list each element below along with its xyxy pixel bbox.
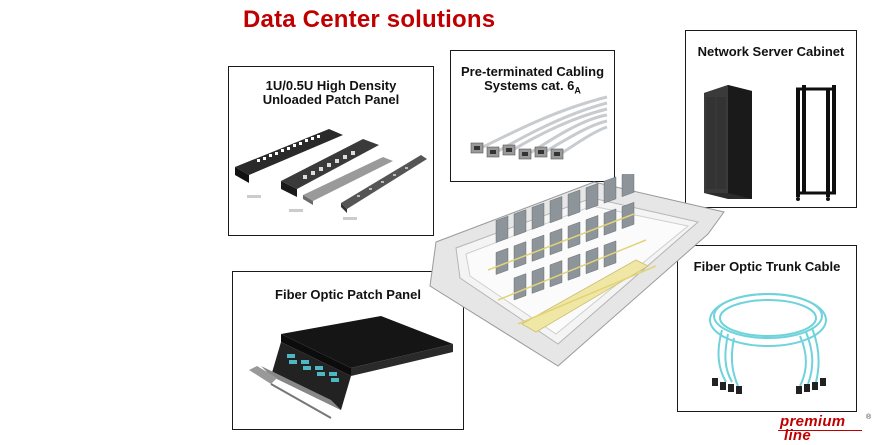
card-server-cabinet-title: Network Server Cabinet (697, 44, 845, 59)
patch-panel-image (235, 129, 427, 220)
fiber-patch-panel-image (249, 316, 453, 419)
data-center-illustration (429, 174, 725, 367)
fiber-trunk-cable-image (709, 293, 827, 394)
card-pre-terminated-title-sub: A (574, 85, 581, 96)
card-patch-panel-title-line1: 1U/0.5U High Density (265, 78, 397, 93)
brand-word-1: premium (780, 413, 846, 430)
card-patch-panel[interactable]: 1U/0.5U High Density Unloaded Patch Pane… (228, 66, 434, 236)
card-fiber-trunk[interactable]: Fiber Optic Trunk Cable (677, 245, 857, 412)
card-pre-terminated-title-main: Systems cat. 6 (484, 78, 575, 93)
card-fiber-patch-title: Fiber Optic Patch Panel (275, 287, 421, 302)
card-pre-terminated-title: Pre-terminated Cabling Systems cat. 6A (451, 65, 614, 98)
card-fiber-trunk-title: Fiber Optic Trunk Cable (693, 259, 841, 274)
pre-terminated-cable-image (470, 95, 608, 160)
card-pre-terminated-title-line2: Systems cat. 6A (451, 79, 614, 98)
premium-line-logo: premium line ® (778, 413, 872, 444)
card-patch-panel-title-line2: Unloaded Patch Panel (262, 92, 400, 107)
card-pre-terminated[interactable]: Pre-terminated Cabling Systems cat. 6A (450, 50, 615, 182)
server-cabinet-image (704, 85, 836, 201)
brand-word-2: line (784, 427, 812, 444)
brand-underline (778, 430, 862, 431)
card-pre-terminated-title-line1: Pre-terminated Cabling (460, 64, 605, 79)
card-server-cabinet[interactable]: Network Server Cabinet (685, 30, 857, 208)
card-fiber-patch[interactable]: Fiber Optic Patch Panel (232, 271, 464, 430)
page-title: Data Center solutions (243, 6, 496, 33)
card-patch-panel-title: 1U/0.5U High Density Unloaded Patch Pane… (229, 79, 433, 107)
brand-registered-mark: ® (866, 414, 872, 421)
